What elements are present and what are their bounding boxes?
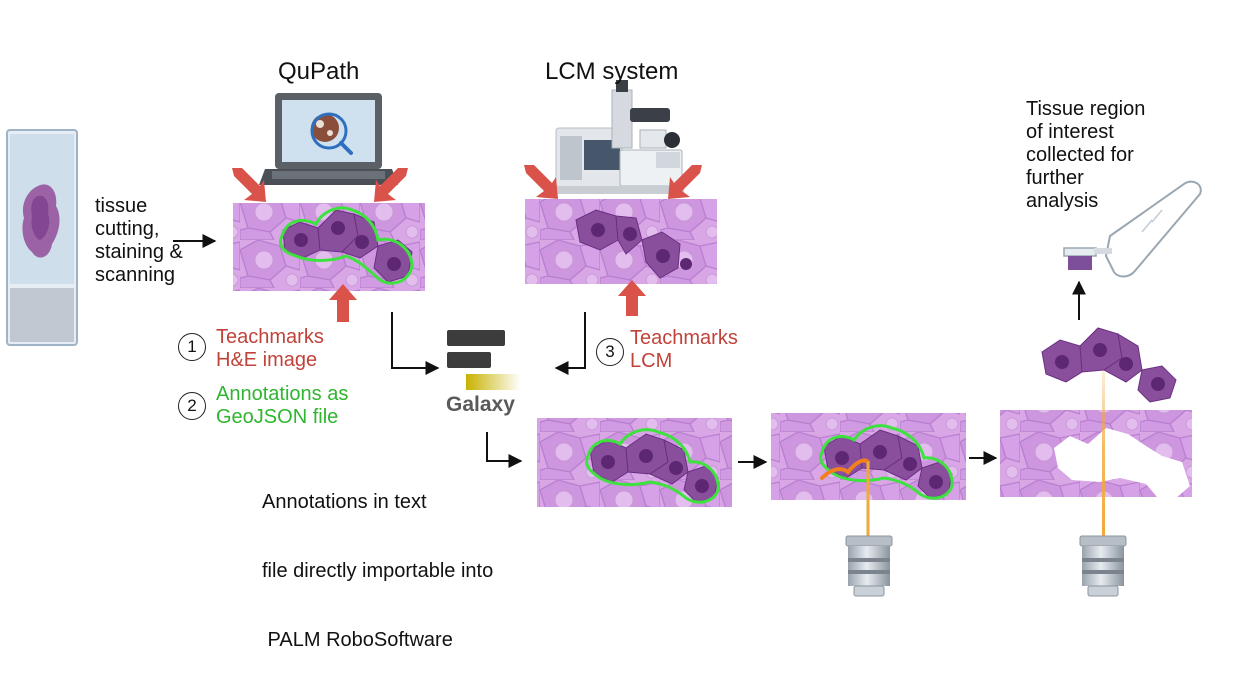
tissue-section-qupath (233, 203, 425, 291)
step-number-3: 3 (596, 338, 624, 366)
step3-text: Teachmarks LCM (630, 327, 738, 372)
catapulted-cells (1041, 327, 1177, 403)
galaxy-label: Galaxy (446, 393, 515, 416)
tissue-section-laser-cut (771, 413, 966, 536)
flow-arrows (173, 234, 1086, 469)
annotations-text: Annotations in text file directly import… (262, 491, 494, 651)
collection-tube-icon (1063, 180, 1202, 278)
glass-slide-icon (6, 129, 78, 346)
red-arrows (232, 165, 702, 322)
lcm-microscope-icon (552, 80, 684, 194)
tissue-section-lcm (525, 199, 717, 284)
qupath-label: QuPath (278, 58, 360, 85)
objective-lens-icon (1079, 535, 1127, 597)
step2-text: Annotations as GeoJSON file (216, 383, 349, 428)
tissue-section-excised (1000, 360, 1192, 536)
tissue-section-annotated (537, 418, 732, 507)
collected-text: Tissue region of interest collected for … (1026, 98, 1146, 212)
step-number-2: 2 (178, 392, 206, 420)
step1-text: Teachmarks H&E image (216, 326, 324, 371)
step-number-1: 1 (178, 333, 206, 361)
lcm-system-label: LCM system (545, 58, 679, 85)
tissue-step-text: tissue cutting, staining & scanning (95, 195, 183, 286)
objective-lens-icon (845, 535, 893, 597)
laptop-icon (259, 93, 398, 185)
galaxy-logo-icon (447, 330, 521, 390)
